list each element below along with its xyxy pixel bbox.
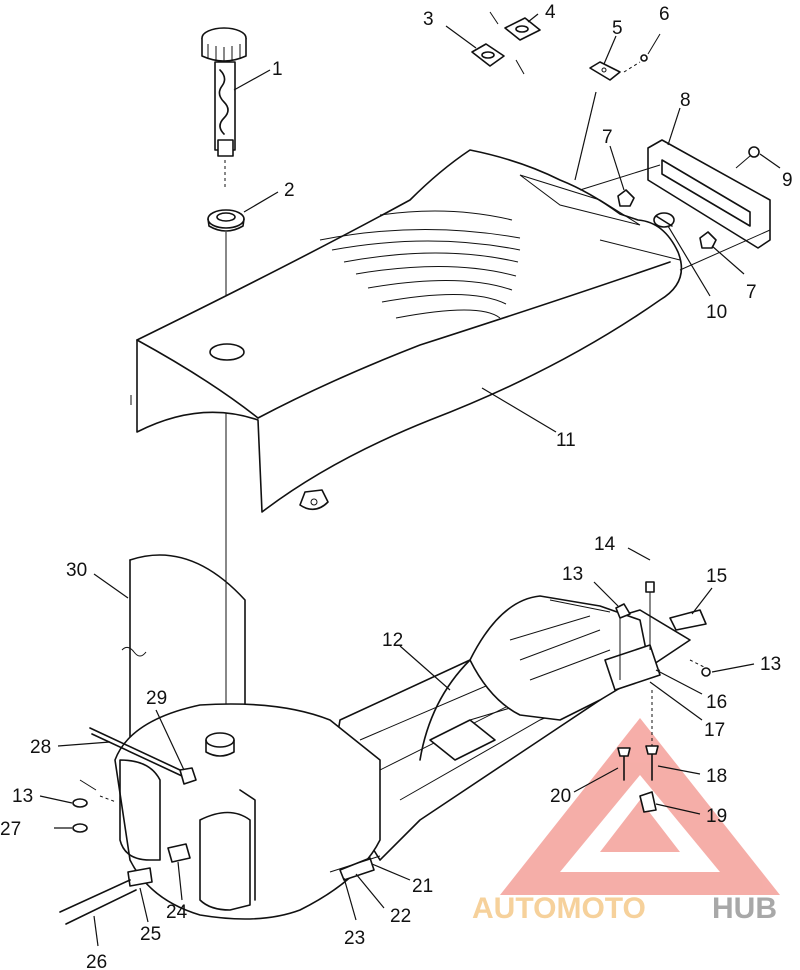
label-15: 15 bbox=[706, 566, 727, 587]
label-4: 4 bbox=[545, 2, 556, 23]
label-27: 27 bbox=[0, 819, 21, 840]
label-18: 18 bbox=[706, 766, 727, 787]
bolts-hardware-right bbox=[617, 690, 659, 813]
label-19: 19 bbox=[706, 806, 727, 827]
label-30: 30 bbox=[66, 560, 87, 581]
decal-parts bbox=[471, 11, 661, 81]
filler-cap-part bbox=[201, 27, 247, 190]
label-7b: 7 bbox=[746, 282, 757, 303]
seat-part bbox=[130, 149, 683, 513]
label-21: 21 bbox=[412, 876, 433, 897]
label-17: 17 bbox=[704, 720, 725, 741]
label-10: 10 bbox=[706, 302, 727, 323]
label-11: 11 bbox=[556, 430, 576, 451]
label-25: 25 bbox=[140, 924, 161, 945]
label-29: 29 bbox=[146, 688, 167, 709]
taillight-bracket-part bbox=[579, 139, 771, 271]
watermark-triangle-center bbox=[600, 800, 680, 852]
label-9: 9 bbox=[782, 170, 793, 191]
label-23: 23 bbox=[344, 928, 365, 949]
label-28: 28 bbox=[30, 737, 51, 758]
label-14: 14 bbox=[594, 534, 616, 555]
label-5: 5 bbox=[612, 18, 623, 39]
label-26: 26 bbox=[86, 952, 107, 970]
grommet-part bbox=[207, 209, 245, 232]
watermark-text-automoto: AUTOMOTO bbox=[472, 892, 646, 925]
label-6: 6 bbox=[659, 4, 670, 25]
watermark-text-hub: HUB bbox=[712, 892, 777, 925]
label-13c: 13 bbox=[12, 786, 33, 807]
washer-nut-hardware-left bbox=[72, 779, 117, 833]
label-16: 16 bbox=[706, 692, 727, 713]
fuel-tank-part bbox=[59, 703, 381, 925]
chassis-tunnel-part bbox=[329, 581, 711, 861]
label-7a: 7 bbox=[602, 127, 613, 148]
label-20: 20 bbox=[550, 786, 571, 807]
watermark-logo: AUTOMOTO HUB bbox=[472, 718, 780, 925]
label-13b: 13 bbox=[760, 654, 781, 675]
label-8: 8 bbox=[680, 90, 691, 111]
label-24: 24 bbox=[166, 902, 188, 923]
label-22: 22 bbox=[390, 906, 411, 927]
fastener-parts bbox=[617, 146, 760, 249]
label-13a: 13 bbox=[562, 564, 583, 585]
leader-lines bbox=[39, 13, 781, 947]
label-3: 3 bbox=[423, 9, 434, 30]
label-2: 2 bbox=[284, 180, 295, 201]
label-1: 1 bbox=[272, 59, 283, 80]
label-12: 12 bbox=[382, 630, 403, 651]
